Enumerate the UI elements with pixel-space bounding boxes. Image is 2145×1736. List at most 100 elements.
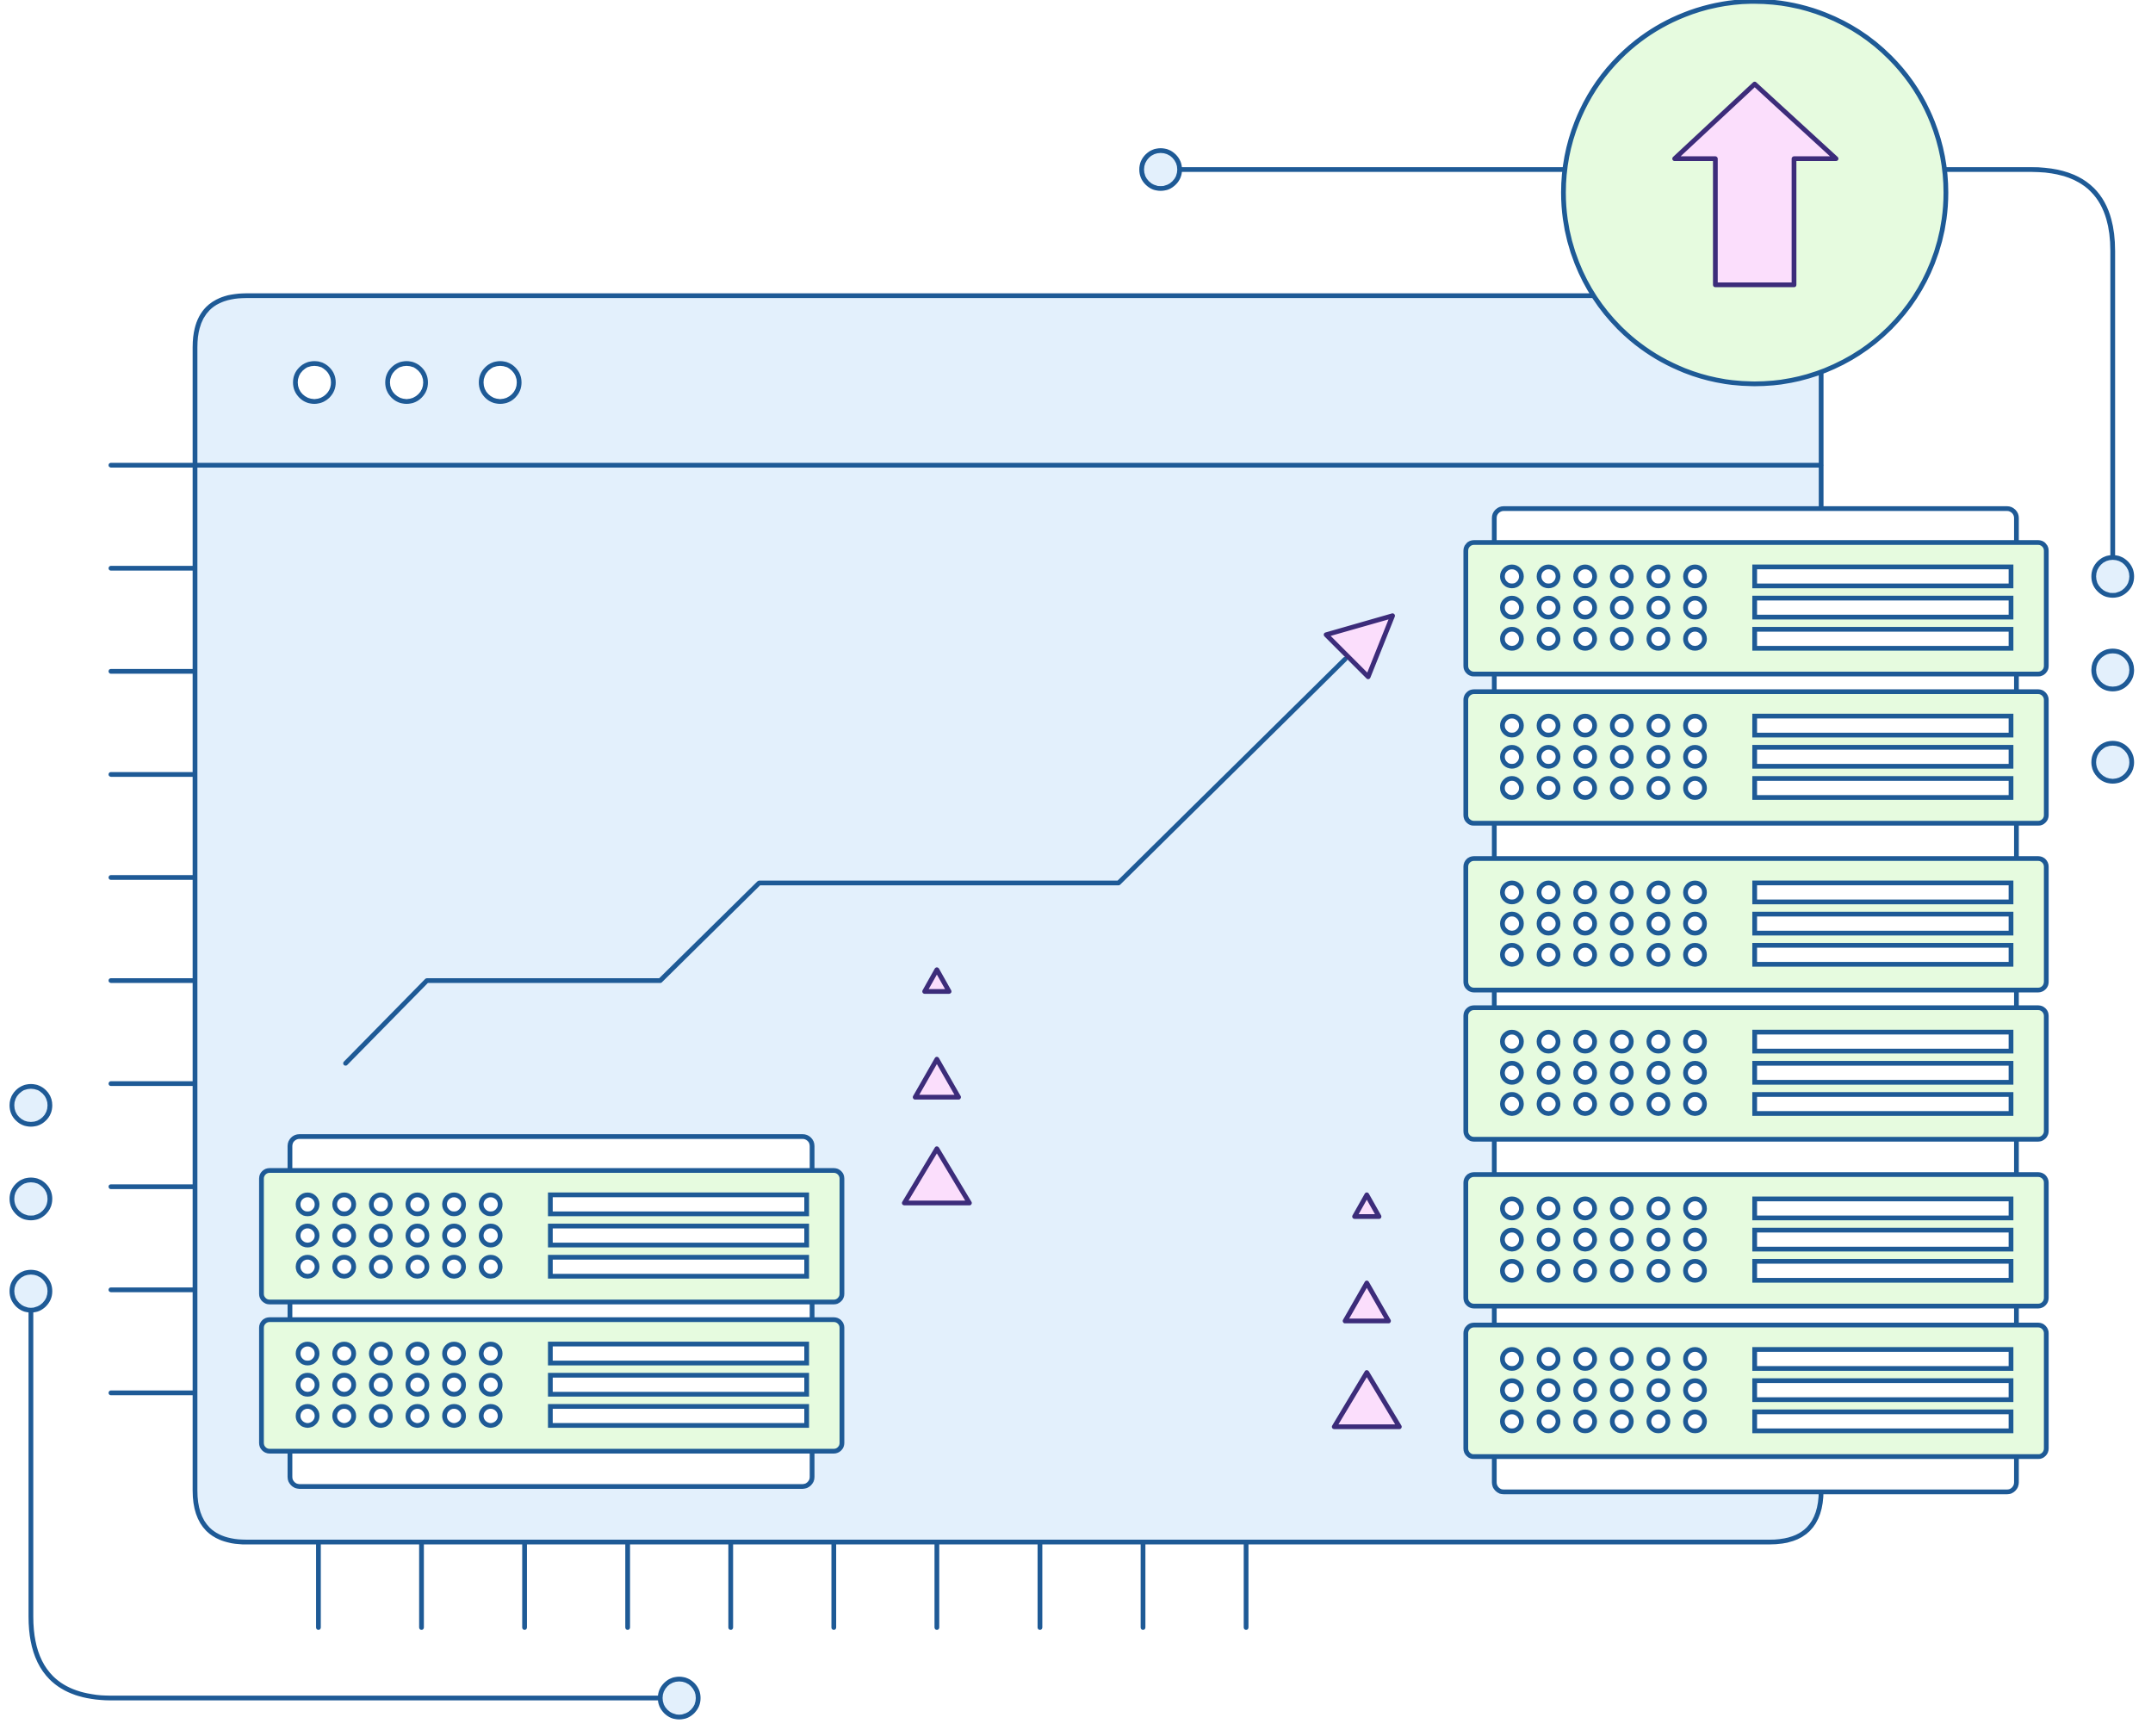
- triangle-icon: [1331, 1370, 1402, 1429]
- status-led-icon: [1536, 1227, 1561, 1252]
- status-led-icon: [405, 1373, 430, 1397]
- status-led-icon: [1683, 627, 1708, 651]
- status-led-icon: [442, 1255, 467, 1279]
- status-led-icon: [1536, 745, 1561, 769]
- status-led-icon: [1500, 1409, 1524, 1434]
- status-led-icon: [369, 1255, 394, 1279]
- status-led-icon: [1500, 745, 1524, 769]
- status-led-icon: [1646, 776, 1671, 800]
- drive-bay: [1751, 1347, 2014, 1371]
- status-led-icon: [1500, 943, 1524, 967]
- window-control-dot[interactable]: [293, 361, 336, 404]
- status-led-icon: [1573, 1196, 1597, 1221]
- status-led-icon: [1536, 713, 1561, 738]
- connector-top-right: [1139, 148, 2135, 784]
- status-led-icon: [405, 1255, 430, 1279]
- status-led-icon: [1683, 1092, 1708, 1116]
- status-led-icon: [1683, 713, 1708, 738]
- status-led-icon: [1609, 1029, 1634, 1054]
- drive-bay: [548, 1373, 809, 1397]
- decorative-triangles-right: [1331, 1192, 1402, 1429]
- drive-bay: [1751, 911, 2014, 936]
- status-led-icon: [332, 1373, 356, 1397]
- status-led-icon: [1646, 880, 1671, 905]
- status-led-icon: [1536, 1061, 1561, 1085]
- server-rack-left: [258, 1134, 845, 1489]
- triangle-icon: [1352, 1192, 1382, 1219]
- status-led-icon: [369, 1342, 394, 1366]
- status-led-icon: [405, 1224, 430, 1248]
- status-led-icon: [1683, 1061, 1708, 1085]
- status-led-icon: [1500, 564, 1524, 589]
- status-led-icon: [1573, 776, 1597, 800]
- status-led-icon: [1500, 1092, 1524, 1116]
- server-unit: [258, 1317, 845, 1454]
- status-led-icon: [1573, 1409, 1597, 1434]
- status-led-icon: [1536, 943, 1561, 967]
- status-led-icon: [1646, 1378, 1671, 1403]
- status-led-icon: [1609, 776, 1634, 800]
- connector-node: [2091, 555, 2135, 598]
- drive-bay: [548, 1192, 809, 1217]
- status-led-icon: [1573, 1378, 1597, 1403]
- status-led-icon: [1646, 595, 1671, 620]
- status-led-icon: [1500, 627, 1524, 651]
- status-led-icon: [1609, 880, 1634, 905]
- status-led-icon: [1683, 1258, 1708, 1283]
- status-led-icon: [1609, 1378, 1634, 1403]
- status-led-icon: [1536, 1029, 1561, 1054]
- status-led-icon: [1609, 1196, 1634, 1221]
- status-led-icon: [1536, 1092, 1561, 1116]
- status-led-icon: [1500, 1029, 1524, 1054]
- status-led-icon: [1536, 595, 1561, 620]
- status-led-icon: [1683, 595, 1708, 620]
- status-led-icon: [1500, 595, 1524, 620]
- status-led-icon: [1536, 1196, 1561, 1221]
- status-led-icon: [295, 1373, 319, 1397]
- status-led-icon: [1573, 595, 1597, 620]
- status-led-icon: [1646, 1061, 1671, 1085]
- status-led-icon: [442, 1192, 467, 1217]
- status-led-icon: [295, 1342, 319, 1366]
- status-led-icon: [1500, 1227, 1524, 1252]
- triangle-icon: [902, 1146, 972, 1206]
- drive-bay: [1751, 1029, 2014, 1054]
- connector-node: [9, 1269, 53, 1313]
- status-led-icon: [1536, 1258, 1561, 1283]
- drive-bay: [1751, 1378, 2014, 1403]
- status-led-icon: [1573, 1092, 1597, 1116]
- status-led-icon: [1683, 776, 1708, 800]
- status-led-icon: [1646, 1227, 1671, 1252]
- drive-bay: [1751, 1258, 2014, 1283]
- status-led-icon: [1609, 1061, 1634, 1085]
- status-led-icon: [1646, 1092, 1671, 1116]
- status-led-icon: [1646, 745, 1671, 769]
- status-led-icon: [1500, 911, 1524, 936]
- status-led-icon: [1573, 564, 1597, 589]
- status-led-icon: [369, 1404, 394, 1429]
- status-led-icon: [1536, 627, 1561, 651]
- window-control-dot[interactable]: [385, 361, 428, 404]
- status-led-icon: [1573, 1347, 1597, 1371]
- status-led-icon: [1573, 880, 1597, 905]
- status-led-icon: [295, 1404, 319, 1429]
- triangle-icon: [913, 1057, 961, 1100]
- status-led-icon: [442, 1224, 467, 1248]
- status-led-icon: [1500, 1061, 1524, 1085]
- status-led-icon: [1536, 776, 1561, 800]
- status-led-icon: [332, 1255, 356, 1279]
- connector-node: [2091, 741, 2135, 784]
- status-led-icon: [1609, 1258, 1634, 1283]
- status-led-icon: [1500, 1378, 1524, 1403]
- window-control-dot[interactable]: [479, 361, 522, 404]
- status-led-icon: [479, 1224, 503, 1248]
- server-unit: [1463, 856, 2049, 993]
- server-unit: [258, 1168, 845, 1305]
- triangle-icon: [922, 967, 952, 995]
- status-led-icon: [1683, 880, 1708, 905]
- status-led-icon: [1646, 564, 1671, 589]
- status-led-icon: [1573, 1258, 1597, 1283]
- status-led-icon: [369, 1192, 394, 1217]
- status-led-icon: [1536, 1409, 1561, 1434]
